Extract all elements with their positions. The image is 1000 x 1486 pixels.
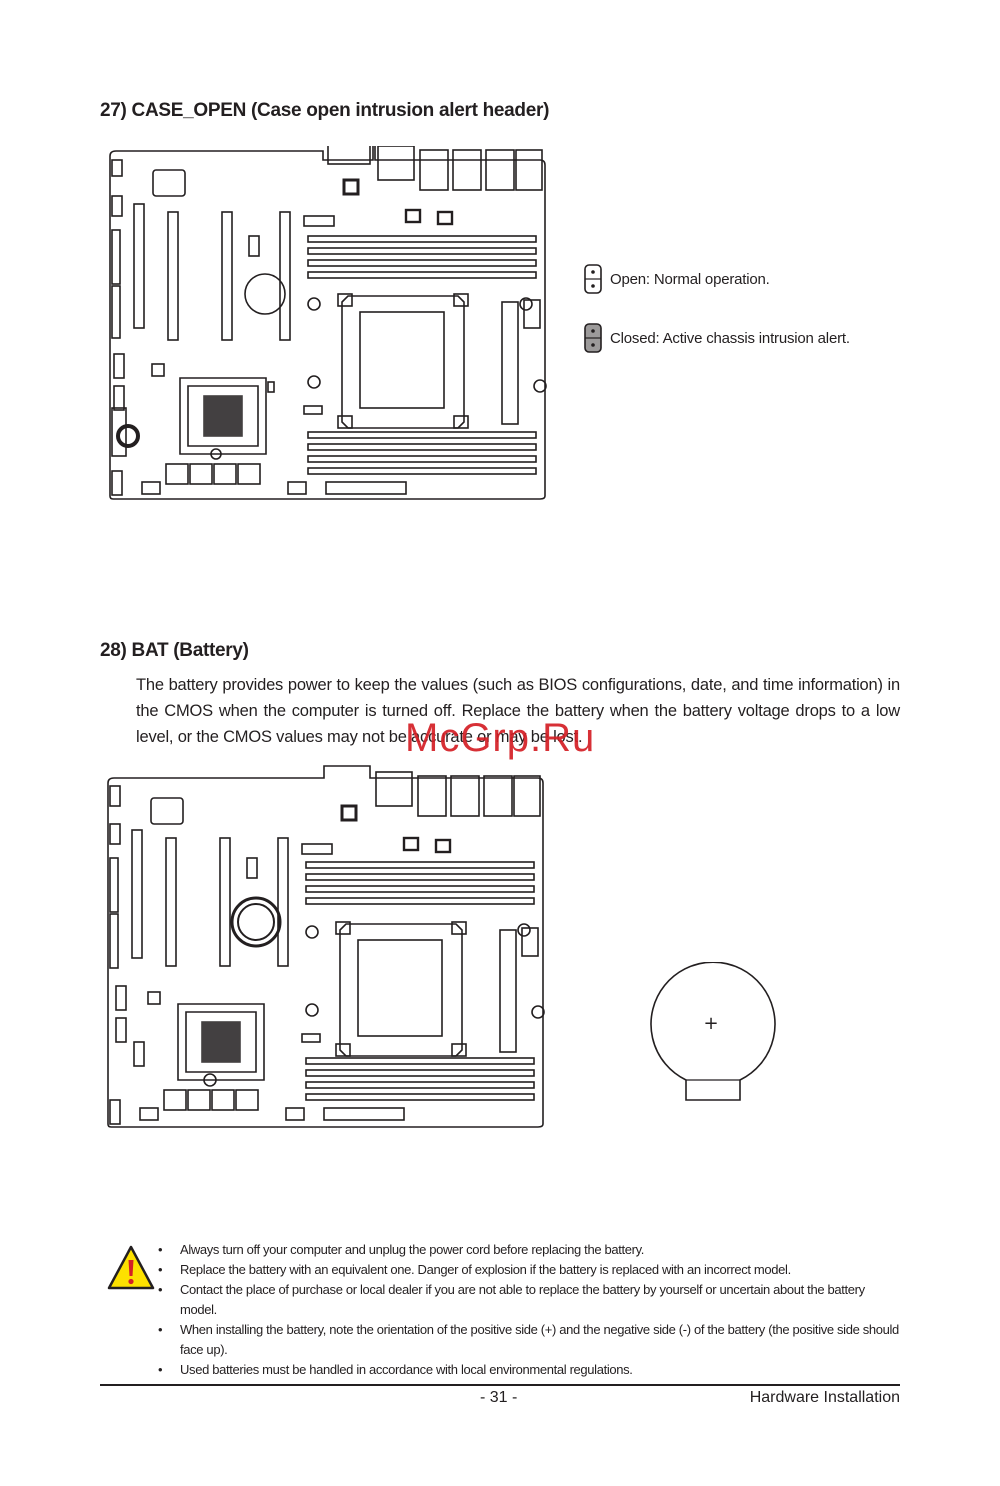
warning-triangle-icon bbox=[107, 1245, 155, 1290]
warning-item: Always turn off your computer and unplug… bbox=[158, 1240, 900, 1260]
warning-item: Used batteries must be handled in accord… bbox=[158, 1360, 900, 1380]
warning-item: Contact the place of purchase or local d… bbox=[158, 1280, 900, 1320]
section-28-title: 28) BAT (Battery) bbox=[100, 640, 249, 661]
legend-open-label: Open: Normal operation. bbox=[610, 270, 770, 288]
warning-item: When installing the battery, note the or… bbox=[158, 1320, 900, 1360]
battery-diagram: + bbox=[650, 962, 776, 1101]
section-27-title: 27) CASE_OPEN (Case open intrusion alert… bbox=[100, 100, 550, 121]
legend-closed-label: Closed: Active chassis intrusion alert. bbox=[610, 329, 850, 347]
page-number: - 31 - bbox=[480, 1389, 518, 1406]
legend-closed: Closed: Active chassis intrusion alert. bbox=[584, 323, 850, 353]
warning-list: Always turn off your computer and unplug… bbox=[158, 1240, 900, 1380]
jumper-closed-icon bbox=[584, 323, 602, 353]
battery-plus-symbol: + bbox=[703, 1013, 718, 1034]
battery-description: The battery provides power to keep the v… bbox=[136, 676, 900, 746]
motherboard-diagram-case-open bbox=[109, 146, 547, 500]
footer-section-name: Hardware Installation bbox=[749, 1389, 900, 1406]
watermark: McGrp.Ru bbox=[405, 716, 596, 760]
legend-open: Open: Normal operation. bbox=[584, 264, 770, 294]
jumper-open-icon bbox=[584, 264, 602, 294]
motherboard-diagram-battery bbox=[107, 765, 545, 1128]
warning-item: Replace the battery with an equivalent o… bbox=[158, 1260, 900, 1280]
footer-rule bbox=[100, 1384, 900, 1386]
